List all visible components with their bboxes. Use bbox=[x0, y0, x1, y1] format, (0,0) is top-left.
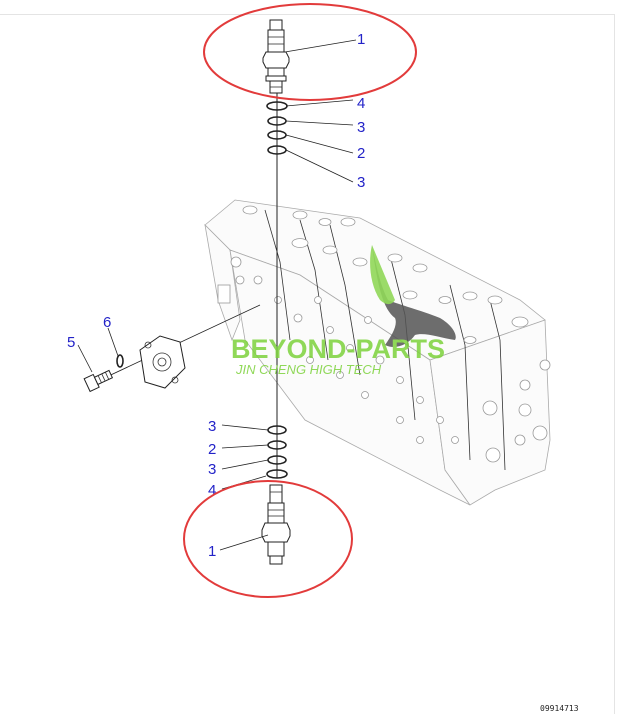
spring-washer bbox=[116, 354, 124, 368]
callout-1-top: 1 bbox=[357, 31, 365, 48]
relief-valve-cartridge-bottom bbox=[261, 484, 291, 565]
watermark: BEYOND-PARTS JIN CHENG HIGH TECH bbox=[231, 245, 456, 377]
hex-bolt bbox=[83, 369, 114, 393]
callout-4-top: 4 bbox=[357, 95, 365, 112]
callout-4-bottom: 4 bbox=[208, 482, 216, 499]
figure-code: 09914713 bbox=[540, 704, 579, 713]
callout-3-bottom-a: 3 bbox=[208, 418, 216, 435]
flange-cover bbox=[139, 335, 186, 389]
callout-3-bottom-b: 3 bbox=[208, 461, 216, 478]
highlight-circle-top bbox=[203, 3, 417, 101]
callout-2-top: 2 bbox=[357, 145, 365, 162]
frame-right-line bbox=[614, 14, 615, 714]
callout-5: 5 bbox=[67, 334, 75, 351]
callout-1-bottom: 1 bbox=[208, 543, 216, 560]
backup-ring-bottom-b bbox=[266, 469, 288, 479]
callout-labels: 1 4 3 2 3 5 6 3 2 3 4 1 bbox=[67, 31, 365, 560]
callout-2-bottom: 2 bbox=[208, 441, 216, 458]
callout-3-top-a: 3 bbox=[357, 119, 365, 136]
frame-top-line bbox=[0, 14, 614, 15]
relief-valve-cartridge-top bbox=[262, 19, 290, 94]
callout-6: 6 bbox=[103, 314, 111, 331]
watermark-brand: BEYOND-PARTS bbox=[231, 334, 445, 364]
highlight-circle-bottom bbox=[183, 480, 353, 598]
callout-3-top-b: 3 bbox=[357, 174, 365, 191]
watermark-subtitle: JIN CHENG HIGH TECH bbox=[235, 362, 382, 377]
bottom-seal-stack bbox=[266, 425, 288, 479]
eagle-logo bbox=[372, 245, 456, 347]
